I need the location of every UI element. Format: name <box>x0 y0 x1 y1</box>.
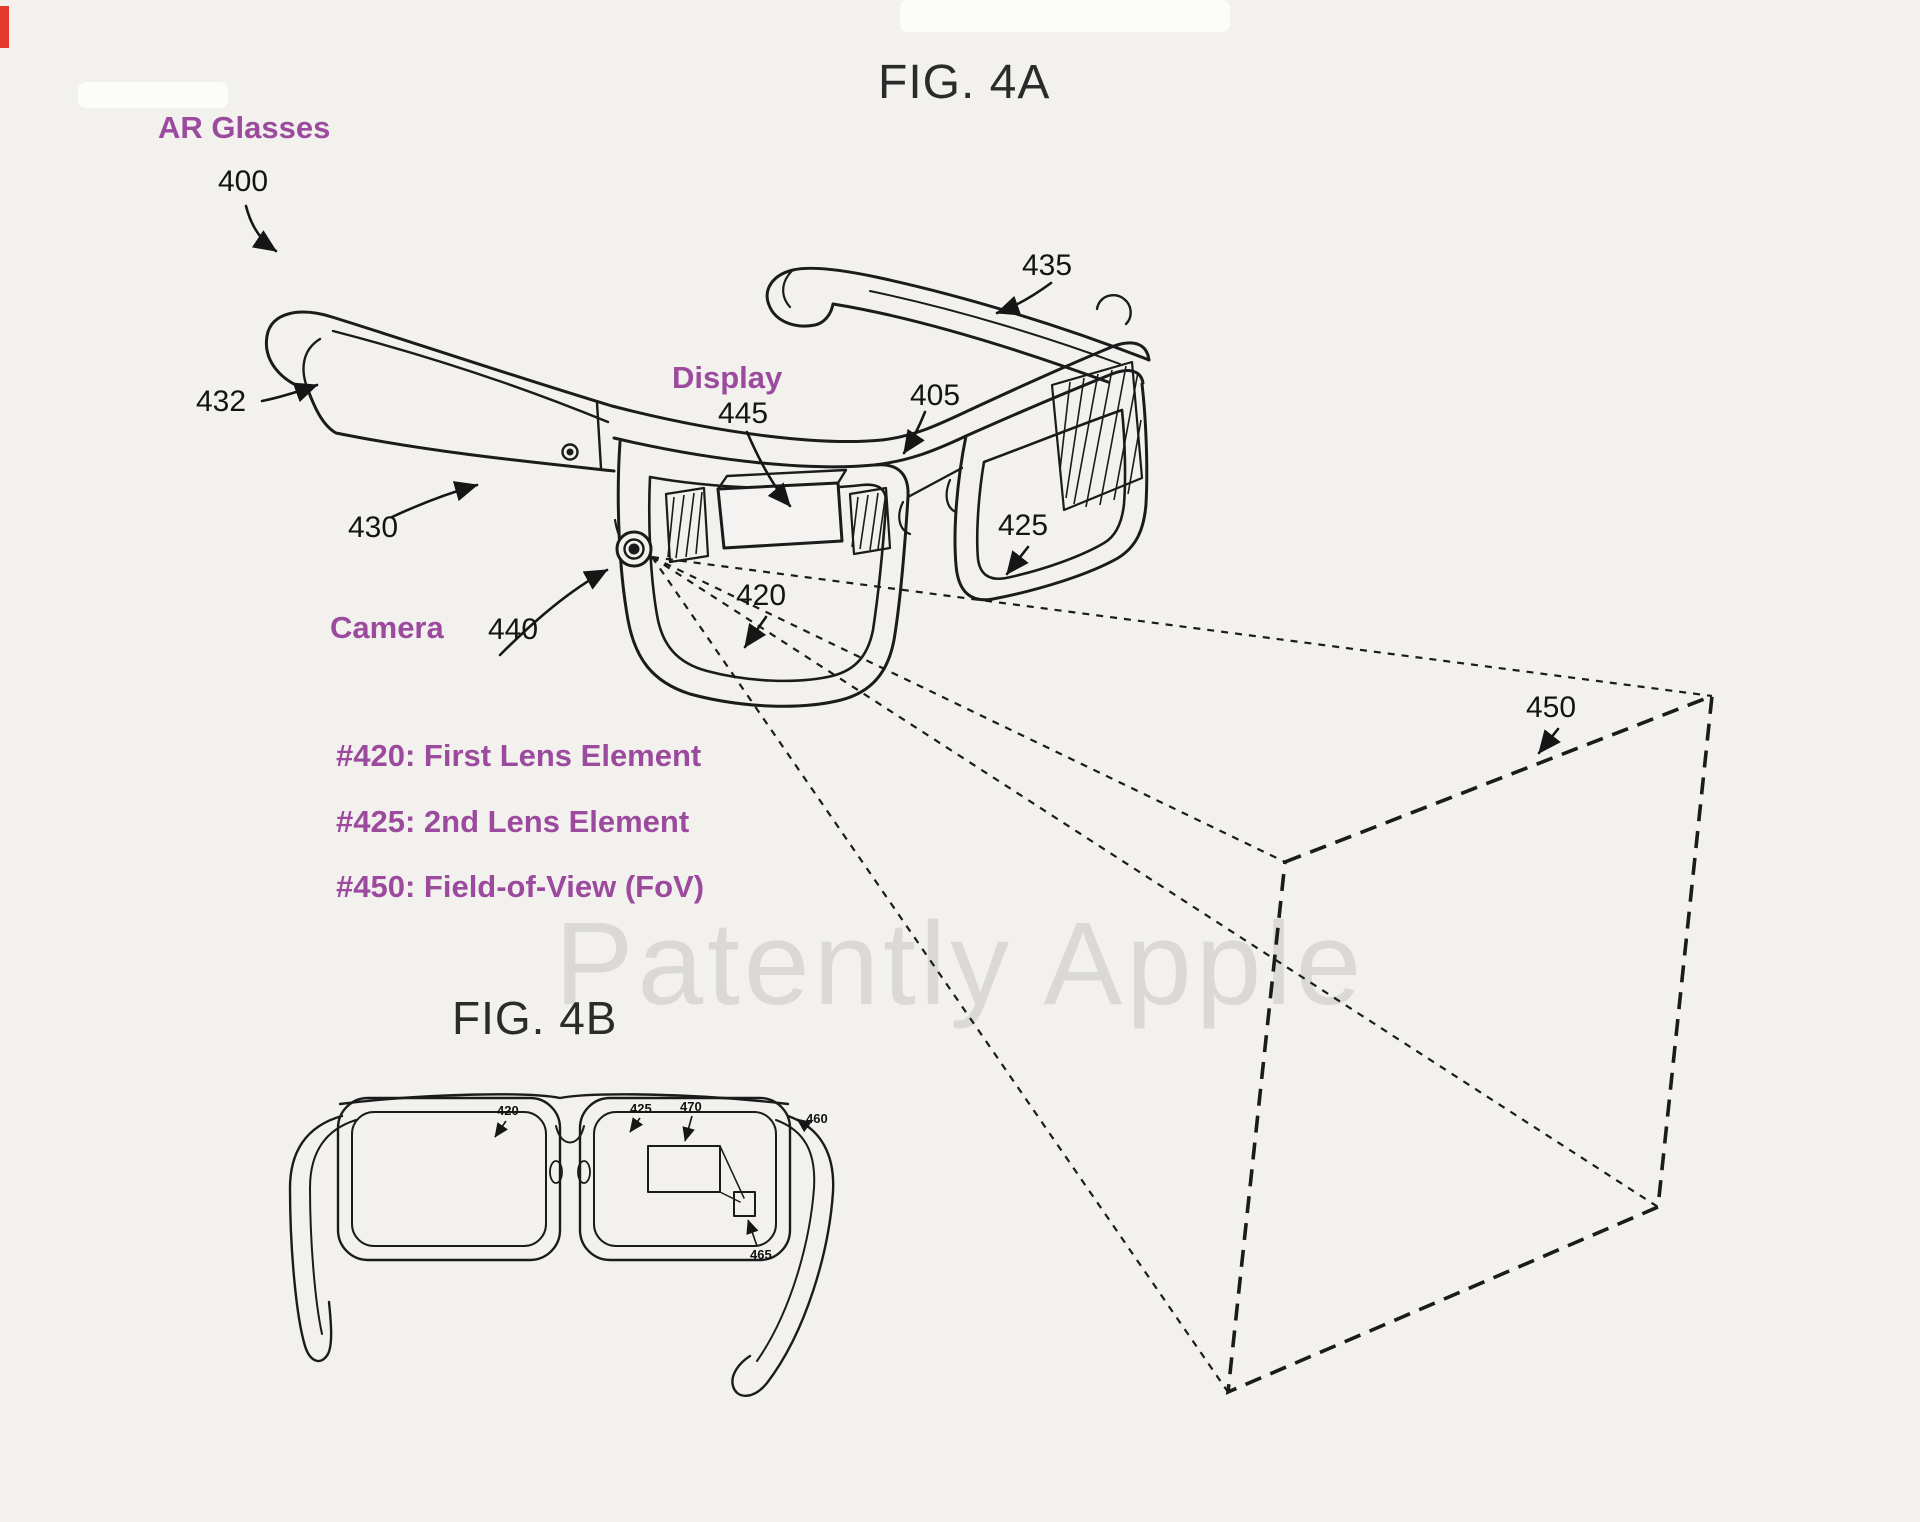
arrow-4b-470 <box>682 1115 695 1142</box>
fig4b-leader-arrows <box>494 1115 813 1247</box>
arrow-4b-465 <box>746 1219 759 1247</box>
ref-432: 432 <box>196 385 247 418</box>
hatch-lines <box>667 365 1142 559</box>
ref-450: 450 <box>1526 691 1577 724</box>
white-patch <box>78 82 228 108</box>
arrow-450 <box>1537 727 1561 755</box>
display-label: Display <box>672 360 783 395</box>
fig4b-ref-420: 420 <box>497 1103 519 1118</box>
fig4b-ref-460: 460 <box>806 1111 828 1126</box>
leader-arrows <box>244 204 1561 755</box>
legend: #420: First Lens Element #425: 2nd Lens … <box>336 738 705 937</box>
fig4b-ref-425: 425 <box>630 1101 652 1116</box>
ref-430: 430 <box>348 511 399 544</box>
legend-item-450: #450: Field-of-View (FoV) <box>336 869 705 905</box>
fig4a-title: FIG. 4A <box>878 56 1051 109</box>
arrow-4b-460 <box>796 1118 813 1133</box>
fig4b-ref-470: 470 <box>680 1099 702 1114</box>
ref-420: 420 <box>736 579 787 612</box>
arrow-4b-425 <box>629 1117 644 1133</box>
watermark: Patently Apple <box>554 898 1366 1030</box>
ref-445: 445 <box>718 397 769 430</box>
fov-frustum <box>651 555 1715 1395</box>
ref-425: 425 <box>998 509 1049 542</box>
legend-item-425: #425: 2nd Lens Element <box>336 803 690 839</box>
ref-405: 405 <box>910 379 961 412</box>
arrow-430 <box>390 481 479 519</box>
arrow-425 <box>1005 545 1030 576</box>
arrow-435 <box>995 281 1053 316</box>
edge-artifact <box>0 6 9 48</box>
ref-440: 440 <box>488 613 539 646</box>
arrow-445 <box>745 430 792 508</box>
ar-glasses-label: AR Glasses <box>158 110 331 145</box>
ref-435: 435 <box>1022 249 1073 282</box>
camera-label: Camera <box>330 610 444 645</box>
arrow-420 <box>743 615 768 649</box>
arrow-405 <box>902 410 927 455</box>
fig4a-glasses-drawing <box>264 266 1151 708</box>
fig4b-title: FIG. 4B <box>452 992 618 1044</box>
white-patch <box>900 0 1230 32</box>
arrow-440 <box>498 568 609 657</box>
fig4b-ref-465: 465 <box>750 1247 772 1262</box>
arrow-4b-420 <box>494 1120 508 1138</box>
arrow-400 <box>244 204 278 253</box>
arrow-432 <box>260 382 319 403</box>
legend-item-420: #420: First Lens Element <box>336 738 702 773</box>
ref-400: 400 <box>218 165 269 198</box>
fig4b-glasses-drawing <box>288 1093 835 1397</box>
